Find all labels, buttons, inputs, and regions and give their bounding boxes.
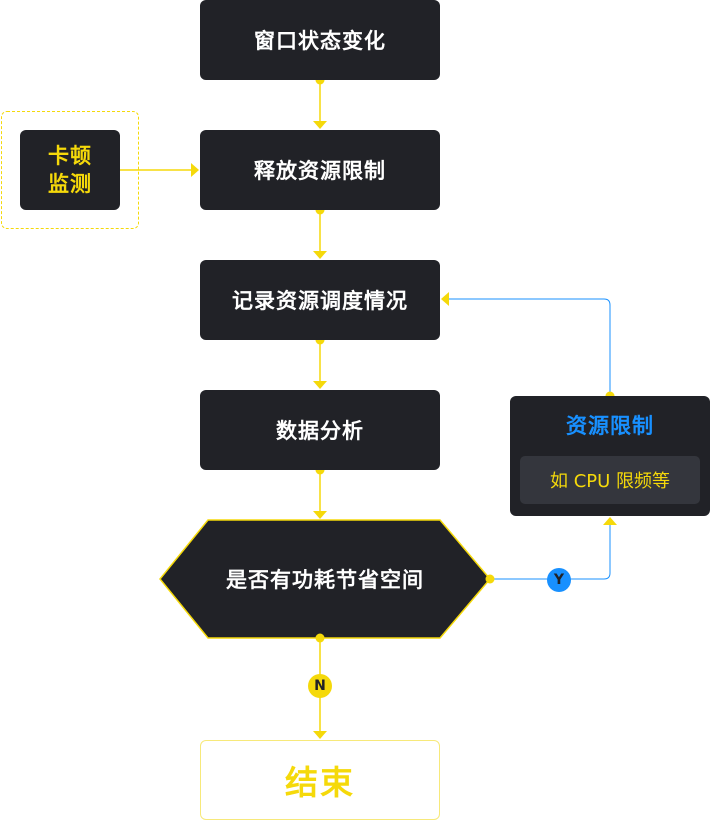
lag-monitor-node[interactable]: 卡顿 监测 (20, 130, 120, 210)
node-data-analysis[interactable]: 数据分析 (200, 390, 440, 470)
node-decision[interactable]: 是否有功耗节省空间 (160, 520, 490, 638)
node-record-scheduling[interactable]: 记录资源调度情况 (200, 260, 440, 340)
connector-analysis-to-decision (313, 465, 327, 519)
node-release-limits[interactable]: 释放资源限制 (200, 130, 440, 210)
lag-monitor-group (1, 111, 139, 229)
no-branch-label: N (314, 678, 326, 694)
lag-monitor-line1: 卡顿 (48, 144, 92, 168)
node-record-scheduling-label: 记录资源调度情况 (232, 289, 408, 313)
resource-limits-title: 资源限制 (566, 414, 654, 438)
node-decision-label: 是否有功耗节省空间 (226, 568, 424, 592)
node-release-limits-label: 释放资源限制 (254, 159, 386, 183)
connector-limits-to-record (441, 292, 615, 401)
node-end-label: 结束 (285, 763, 355, 802)
resource-limits-subtitle: 如 CPU 限频等 (520, 456, 700, 504)
connector-window-to-release (313, 75, 327, 129)
node-window-change-label: 窗口状态变化 (254, 29, 386, 53)
node-window-change[interactable]: 窗口状态变化 (200, 0, 440, 80)
node-end[interactable]: 结束 (200, 740, 440, 820)
no-branch-badge: N (308, 674, 332, 698)
connector-decision-to-limits (485, 517, 617, 584)
node-data-analysis-label: 数据分析 (276, 419, 364, 443)
connector-lag-to-release (120, 163, 199, 177)
lag-monitor-line2: 监测 (48, 172, 92, 196)
connector-release-to-record (313, 205, 327, 259)
yes-branch-label: Y (553, 572, 565, 588)
decision-hexagon (159, 519, 491, 639)
connector-record-to-analysis (313, 335, 327, 389)
yes-branch-badge: Y (547, 568, 571, 592)
resource-limits-panel[interactable]: 资源限制 如 CPU 限频等 (510, 396, 710, 516)
